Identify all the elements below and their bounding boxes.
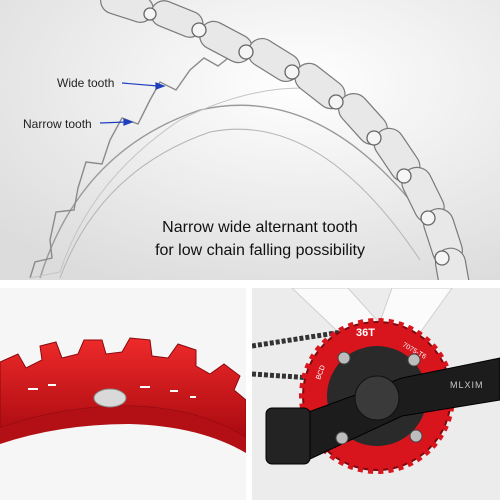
ring-inner-edge <box>39 104 441 280</box>
wide-tooth-arrow <box>121 82 166 90</box>
chainring-bolts <box>335 351 423 445</box>
bcd-marking: BCD <box>315 364 327 380</box>
caption-line-1: Narrow wide alternant tooth <box>162 219 358 236</box>
ring-inner-edge-2 <box>59 128 421 279</box>
chainring-line-drawing <box>0 0 500 280</box>
tooth-count-marking: 36T <box>356 327 375 339</box>
red-chainring-drawing <box>0 288 246 500</box>
installed-chainring-drawing: 36T 7075-T6 BCD MLXIM <box>252 288 500 500</box>
red-chainring-closeup-photo <box>0 288 246 500</box>
crank-end <box>265 407 311 465</box>
crank-brand-marking: MLXIM <box>450 380 484 390</box>
caption-line-2: for low chain falling possibility <box>155 242 365 259</box>
chain-pins <box>143 7 450 266</box>
engraved-markings <box>28 384 196 398</box>
installed-chainring-photo: 36T 7075-T6 BCD MLXIM <box>252 288 500 500</box>
narrow-tooth-label: Narrow tooth <box>23 117 92 131</box>
narrow-tooth-arrow <box>99 118 134 126</box>
teeth-outline <box>29 51 258 279</box>
chain-diagram-panel: Wide tooth Narrow tooth Narrow wide alte… <box>0 0 500 280</box>
wide-tooth-label: Wide tooth <box>57 76 115 90</box>
bolt-hole <box>93 388 127 408</box>
